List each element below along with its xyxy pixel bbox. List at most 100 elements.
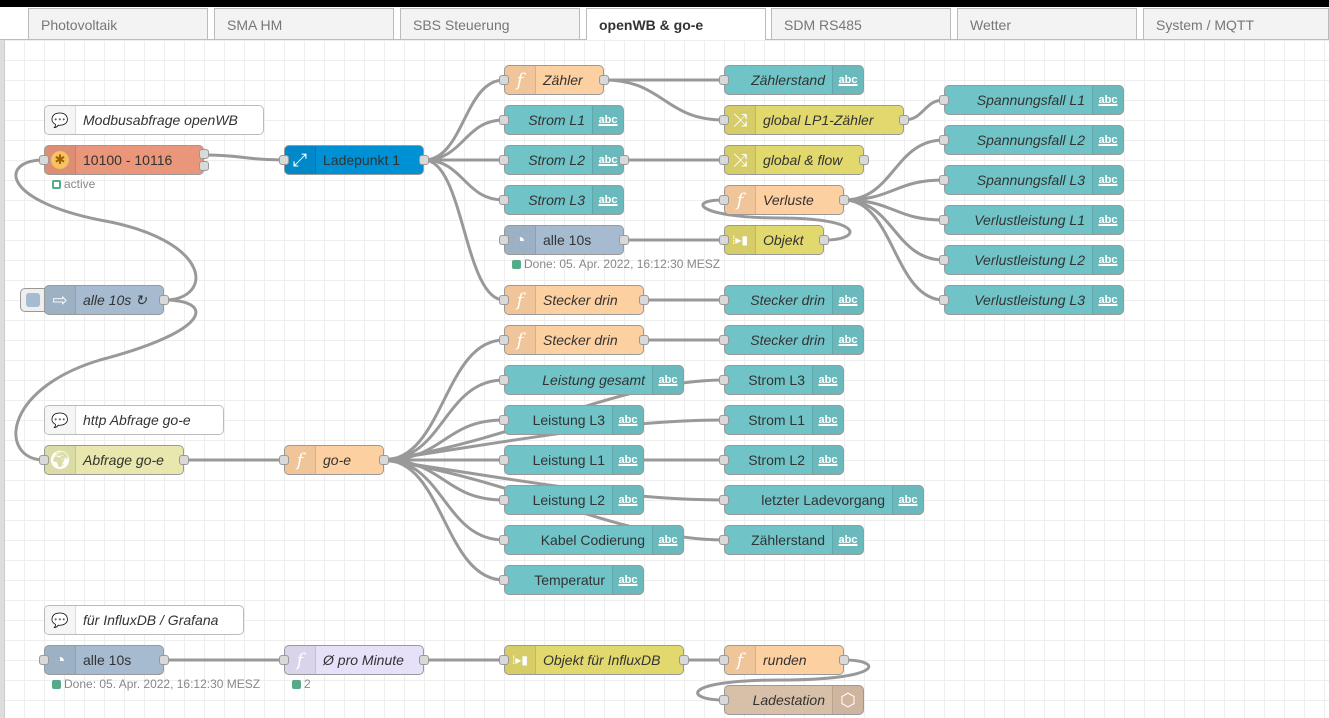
input-port[interactable]: [939, 215, 949, 225]
abc-icon[interactable]: abc: [832, 526, 863, 554]
debug-leistung-l1[interactable]: Leistung L1 abc: [499, 445, 644, 475]
input-port[interactable]: [719, 495, 729, 505]
pro-minute-function-node[interactable]: f Ø pro Minute: [279, 645, 429, 675]
input-port[interactable]: [39, 155, 49, 165]
output-port[interactable]: [839, 655, 849, 665]
modbus-read-node[interactable]: ✱ 10100 - 10116: [39, 145, 209, 175]
input-port[interactable]: [499, 655, 509, 665]
go-e-function-node[interactable]: f go-e: [279, 445, 389, 475]
debug-strom-l1-b[interactable]: Strom L1 abc: [719, 405, 844, 435]
comment-http[interactable]: 💬 http Abfrage go-e: [44, 405, 224, 435]
abc-icon[interactable]: abc: [1092, 246, 1123, 274]
input-port[interactable]: [719, 335, 729, 345]
change-global-flow[interactable]: ⤨ global & flow: [719, 145, 869, 175]
input-port[interactable]: [279, 155, 289, 165]
input-port[interactable]: [499, 375, 509, 385]
output-port[interactable]: [419, 655, 429, 665]
abc-icon[interactable]: abc: [812, 366, 843, 394]
input-port[interactable]: [719, 235, 729, 245]
output-port[interactable]: [639, 335, 649, 345]
abc-icon[interactable]: abc: [832, 66, 863, 94]
tab-photovoltaik[interactable]: Photovoltaik: [28, 8, 208, 39]
abc-icon[interactable]: abc: [612, 566, 643, 594]
input-port[interactable]: [719, 455, 729, 465]
http-request-go-e[interactable]: 🌍︎ Abfrage go-e: [39, 445, 189, 475]
ladepunkt-node[interactable]: ⤢ Ladepunkt 1: [279, 145, 429, 175]
debug-temperatur[interactable]: Temperatur abc: [499, 565, 644, 595]
output-port[interactable]: [419, 155, 429, 165]
debug-leistung-gesamt[interactable]: Leistung gesamt abc: [499, 365, 684, 395]
debug-strom-l1[interactable]: Strom L1 abc: [499, 105, 624, 135]
input-port[interactable]: [719, 155, 729, 165]
tab-sbs-steuerung[interactable]: SBS Steuerung: [400, 8, 580, 39]
abc-icon[interactable]: abc: [1092, 126, 1123, 154]
abc-icon[interactable]: abc: [592, 146, 623, 174]
debug-zaehlerstand-b[interactable]: Zählerstand abc: [719, 525, 864, 555]
debug-stecker-b[interactable]: Stecker drin abc: [719, 325, 864, 355]
abc-icon[interactable]: abc: [832, 326, 863, 354]
comment-influx[interactable]: 💬 für InfluxDB / Grafana: [44, 605, 244, 635]
change-global-lp1[interactable]: ⤨ global LP1-Zähler: [719, 105, 909, 135]
input-port[interactable]: [499, 535, 509, 545]
timer-alle-10s-b[interactable]: ◔ alle 10s: [39, 645, 169, 675]
tab-wetter[interactable]: Wetter: [957, 8, 1137, 39]
debug-spannungsfall-l3[interactable]: Spannungsfall L3 abc: [939, 165, 1124, 195]
abc-icon[interactable]: abc: [832, 286, 863, 314]
output-port[interactable]: [639, 295, 649, 305]
debug-spannungsfall-l2[interactable]: Spannungsfall L2 abc: [939, 125, 1124, 155]
debug-verlustleistung-l1[interactable]: Verlustleistung L1 abc: [939, 205, 1124, 235]
input-port[interactable]: [499, 235, 509, 245]
input-port[interactable]: [499, 155, 509, 165]
debug-strom-l2-b[interactable]: Strom L2 abc: [719, 445, 844, 475]
input-port[interactable]: [939, 135, 949, 145]
output-port[interactable]: [819, 235, 829, 245]
debug-zaehlerstand-a[interactable]: Zählerstand abc: [719, 65, 864, 95]
abc-icon[interactable]: abc: [1092, 286, 1123, 314]
input-port[interactable]: [39, 655, 49, 665]
input-port[interactable]: [719, 75, 729, 85]
output-port[interactable]: [599, 75, 609, 85]
input-port[interactable]: [39, 455, 49, 465]
abc-icon[interactable]: abc: [652, 526, 683, 554]
abc-icon[interactable]: abc: [812, 406, 843, 434]
debug-verlustleistung-l3[interactable]: Verlustleistung L3 abc: [939, 285, 1124, 315]
output-port[interactable]: [679, 655, 689, 665]
debug-spannungsfall-l1[interactable]: Spannungsfall L1 abc: [939, 85, 1124, 115]
stecker-function-node-a[interactable]: f Stecker drin: [499, 285, 649, 315]
input-port[interactable]: [499, 495, 509, 505]
input-port[interactable]: [719, 535, 729, 545]
input-port[interactable]: [719, 375, 729, 385]
output-port[interactable]: [199, 161, 209, 171]
output-port[interactable]: [379, 455, 389, 465]
verluste-function-node[interactable]: f Verluste: [719, 185, 849, 215]
input-port[interactable]: [719, 295, 729, 305]
abc-icon[interactable]: abc: [812, 446, 843, 474]
abc-icon[interactable]: abc: [652, 366, 683, 394]
influxdb-out-ladestation[interactable]: Ladestation ⬡: [719, 685, 864, 715]
tab-sdm-rs485[interactable]: SDM RS485: [771, 8, 951, 39]
input-port[interactable]: [499, 75, 509, 85]
input-port[interactable]: [719, 195, 729, 205]
input-port[interactable]: [939, 95, 949, 105]
output-port[interactable]: [619, 155, 629, 165]
input-port[interactable]: [499, 295, 509, 305]
join-objekt-influx[interactable]: ⁞▸▮ Objekt für InfluxDB: [499, 645, 689, 675]
abc-icon[interactable]: abc: [592, 186, 623, 214]
zaehler-function-node[interactable]: f Zähler: [499, 65, 609, 95]
abc-icon[interactable]: abc: [1092, 166, 1123, 194]
input-port[interactable]: [499, 455, 509, 465]
debug-stecker-a[interactable]: Stecker drin abc: [719, 285, 864, 315]
debug-strom-l3-b[interactable]: Strom L3 abc: [719, 365, 844, 395]
abc-icon[interactable]: abc: [1092, 206, 1123, 234]
output-port[interactable]: [839, 195, 849, 205]
inject-alle-10s[interactable]: ⇨ alle 10s ↻: [44, 285, 169, 315]
input-port[interactable]: [719, 115, 729, 125]
abc-icon[interactable]: abc: [612, 446, 643, 474]
abc-icon[interactable]: abc: [892, 486, 923, 514]
debug-verlustleistung-l2[interactable]: Verlustleistung L2 abc: [939, 245, 1124, 275]
runden-function-node[interactable]: f runden: [719, 645, 849, 675]
comment-modbus[interactable]: 💬 Modbusabfrage openWB: [44, 105, 264, 135]
input-port[interactable]: [939, 295, 949, 305]
debug-strom-l3[interactable]: Strom L3 abc: [499, 185, 624, 215]
tab-system-mqtt[interactable]: System / MQTT: [1143, 8, 1329, 39]
